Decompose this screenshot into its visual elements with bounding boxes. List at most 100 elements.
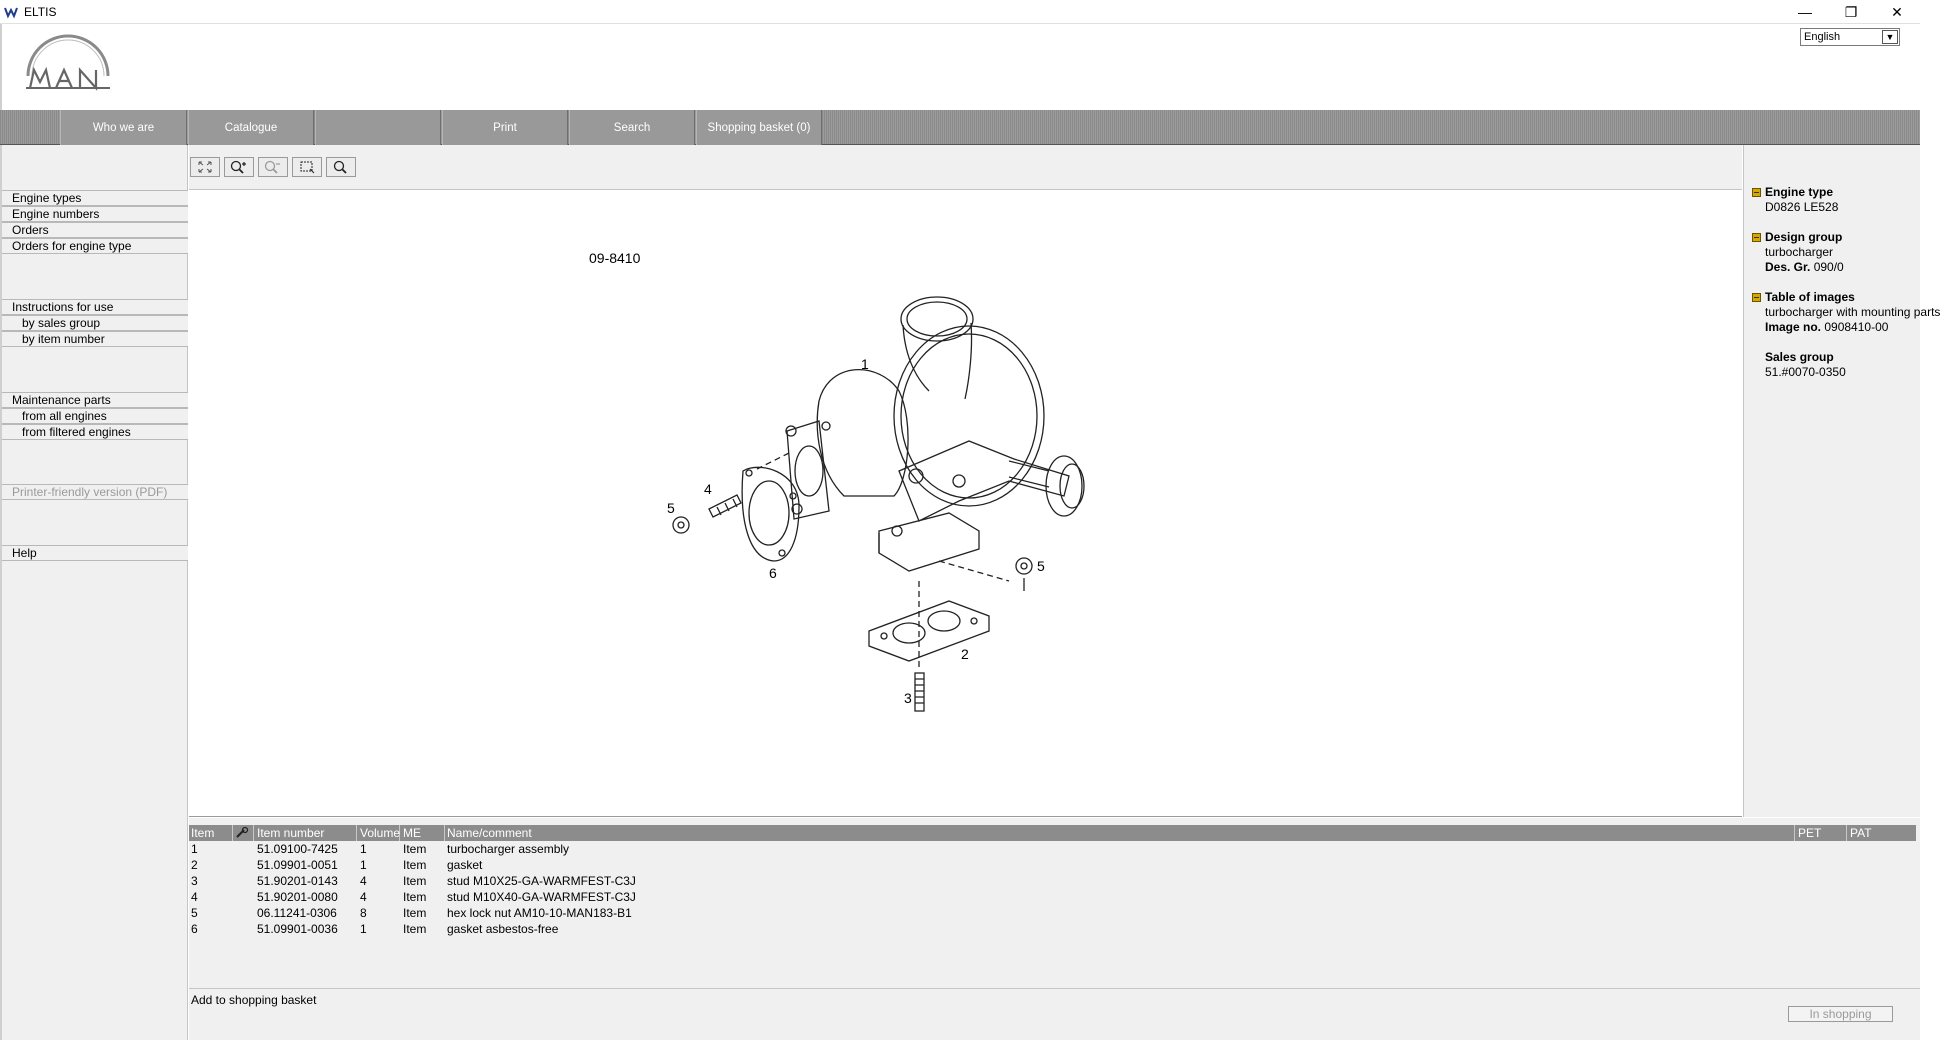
magnifier-button[interactable] (326, 157, 356, 177)
sales-group-value: 51.#0070-0350 (1765, 365, 1846, 379)
table-of-images-label: Table of images (1765, 290, 1855, 304)
parts-table: Item Item number Volume ME Name/comment … (189, 818, 1920, 988)
folder-icon (1752, 188, 1761, 197)
nav-search[interactable]: Search (569, 110, 695, 145)
header: English ▼ (0, 24, 1920, 110)
language-select[interactable]: English ▼ (1800, 28, 1900, 46)
zoom-in-icon (230, 160, 246, 174)
sidebar-item-printer-friendly[interactable]: Printer-friendly version (PDF) (2, 484, 188, 500)
cell-number: 51.90201-0143 (257, 874, 338, 888)
col-volume[interactable]: Volume (360, 825, 401, 841)
des-gr-label: Des. Gr. (1765, 260, 1811, 274)
callout-1[interactable]: 1 (861, 356, 869, 372)
restore-icon[interactable]: ❐ (1844, 3, 1858, 20)
col-pet[interactable]: PET (1796, 825, 1847, 841)
cell-number: 06.11241-0306 (257, 906, 337, 920)
cell-item: 5 (191, 906, 198, 920)
minimize-icon[interactable]: — (1798, 4, 1812, 20)
cell-name: hex lock nut AM10-10-MAN183-B1 (447, 906, 632, 920)
cell-volume: 1 (360, 842, 367, 856)
sidebar-item-instructions[interactable]: Instructions for use (2, 299, 188, 315)
basket-bar: Add to shopping basket In shopping (189, 988, 1920, 1040)
col-name-comment[interactable]: Name/comment (445, 825, 1795, 841)
nav-who-we-are[interactable]: Who we are (60, 110, 187, 145)
main-nav: Who we are Catalogue Print Search Shoppi… (0, 110, 1920, 145)
wrench-icon (236, 826, 249, 838)
man-logo (26, 34, 110, 91)
callout-2[interactable]: 2 (961, 646, 969, 662)
callout-6[interactable]: 6 (769, 565, 777, 581)
table-of-images-block: Table of images turbocharger with mounti… (1752, 290, 1940, 335)
zoom-out-button[interactable] (258, 157, 288, 177)
col-item-number[interactable]: Item number (255, 825, 357, 841)
cell-me: Item (403, 842, 427, 856)
cell-item: 4 (191, 890, 198, 904)
cell-volume: 4 (360, 874, 367, 888)
zoom-in-button[interactable] (224, 157, 254, 177)
magnifier-icon (333, 160, 347, 174)
col-item[interactable]: Item (189, 825, 233, 841)
cell-number: 51.09901-0036 (257, 922, 338, 936)
sidebar-item-by-sales-group[interactable]: by sales group (2, 315, 188, 331)
close-icon[interactable]: ✕ (1891, 3, 1903, 20)
cell-name: gasket asbestos-free (447, 922, 559, 936)
table-header: Item Item number Volume ME Name/comment … (189, 825, 1916, 841)
col-me[interactable]: ME (401, 825, 445, 841)
engine-type-value: D0826 LE528 (1765, 200, 1839, 214)
image-no-value: 0908410-00 (1824, 320, 1889, 334)
cell-name: turbocharger assembly (447, 842, 570, 856)
sales-group-block: Sales group 51.#0070-0350 (1752, 350, 1927, 380)
callout-3[interactable]: 3 (904, 690, 912, 706)
cell-item: 1 (191, 842, 198, 856)
nav-catalogue[interactable]: Catalogue (188, 110, 314, 145)
sidebar-item-help[interactable]: Help (2, 545, 188, 561)
cell-item: 2 (191, 858, 198, 872)
cell-item: 6 (191, 922, 198, 936)
table-of-images-value: turbocharger with mounting parts (1765, 305, 1940, 319)
callout-4[interactable]: 4 (704, 481, 712, 497)
cell-number: 51.90201-0080 (257, 890, 338, 904)
chevron-down-icon[interactable]: ▼ (1882, 30, 1898, 44)
col-pat[interactable]: PAT (1850, 826, 1872, 840)
sales-group-label: Sales group (1765, 350, 1834, 364)
app-icon (4, 7, 18, 18)
zoom-area-button[interactable] (292, 157, 322, 177)
sidebar-item-engine-numbers[interactable]: Engine numbers (2, 206, 188, 222)
callout-5-right[interactable]: 5 (1037, 558, 1045, 574)
sidebar-item-by-item-number[interactable]: by item number (2, 331, 188, 347)
in-shopping-button[interactable]: In shopping (1788, 1006, 1893, 1022)
image-toolbar (189, 145, 1742, 190)
callout-5-left[interactable]: 5 (667, 500, 675, 516)
nav-empty[interactable] (315, 110, 441, 145)
exploded-view-drawing[interactable]: 09-8410 (189, 191, 1742, 817)
col-tool[interactable] (233, 825, 254, 841)
cell-name: stud M10X25-GA-WARMFEST-C3J (447, 874, 636, 888)
sidebar-item-orders-for-engine-type[interactable]: Orders for engine type (2, 238, 188, 254)
nav-print[interactable]: Print (442, 110, 568, 145)
fit-to-window-button[interactable] (190, 157, 220, 177)
cell-me: Item (403, 890, 427, 904)
design-group-label: Design group (1765, 230, 1843, 244)
sidebar-item-orders[interactable]: Orders (2, 222, 188, 238)
sidebar: Engine types Engine numbers Orders Order… (0, 145, 188, 1040)
cell-me: Item (403, 906, 427, 920)
sidebar-item-maintenance-parts[interactable]: Maintenance parts (2, 392, 188, 408)
cell-me: Item (403, 922, 427, 936)
turbocharger-drawing: 1 2 3 4 5 5 6 (667, 296, 1085, 712)
sidebar-item-from-filtered-engines[interactable]: from filtered engines (2, 424, 188, 440)
sidebar-item-from-all-engines[interactable]: from all engines (2, 408, 188, 424)
cell-volume: 1 (360, 858, 367, 872)
selection-icon (300, 161, 315, 174)
cell-number: 51.09901-0051 (257, 858, 338, 872)
folder-icon (1752, 293, 1761, 302)
nav-shopping-basket[interactable]: Shopping basket (0) (696, 110, 822, 145)
cell-name: gasket (447, 858, 483, 872)
sidebar-item-engine-types[interactable]: Engine types (2, 190, 188, 206)
add-to-basket-label: Add to shopping basket (191, 993, 317, 1007)
